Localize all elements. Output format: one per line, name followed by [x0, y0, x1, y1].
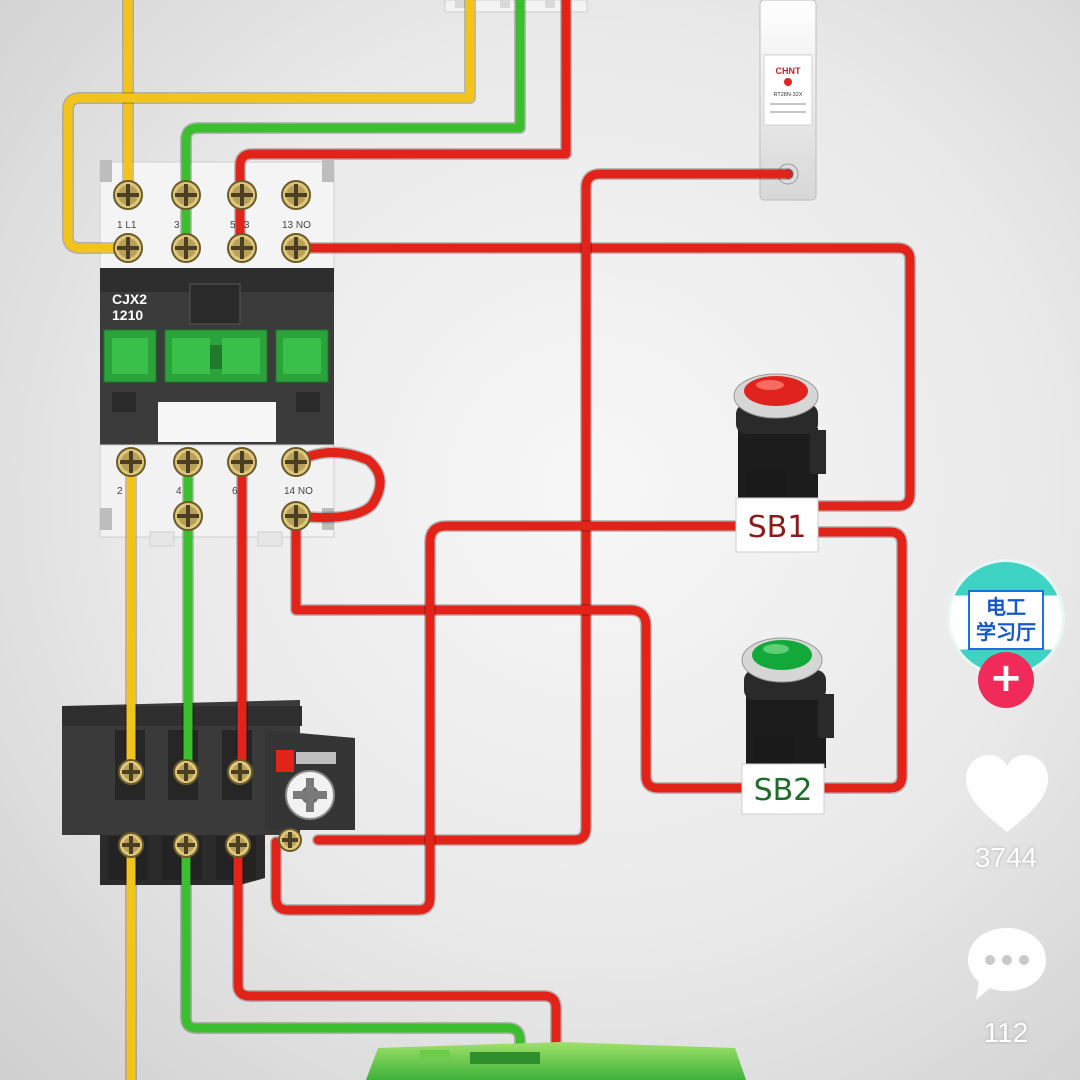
- contactor-load-screw-2: [173, 447, 203, 477]
- red-wire-15: [233, 840, 561, 1080]
- thermal-relay: [62, 700, 355, 885]
- red-wire-9: [271, 521, 741, 915]
- terminal-label-top-4: 13 NO: [282, 220, 311, 231]
- comment-count: 112: [983, 1017, 1029, 1048]
- sb1-tag: SB1: [735, 497, 819, 553]
- green-wire-14: [181, 840, 525, 1080]
- contactor-load-screw-3: [227, 447, 257, 477]
- contactor-top-screw-4: [281, 180, 311, 210]
- relay-in-screw-3: [227, 759, 253, 785]
- red-wire-4: [291, 243, 915, 511]
- wire-shadow: [812, 526, 908, 794]
- sb2-label: SB2: [754, 773, 813, 808]
- sb1-button[interactable]: [733, 373, 826, 500]
- sb2-cap[interactable]: [752, 640, 812, 670]
- contactor-aux-screw-2: [281, 501, 311, 531]
- sb1-label: SB1: [748, 510, 807, 545]
- sb2-button[interactable]: [741, 637, 834, 768]
- contactor-line-screw-2: [171, 233, 201, 263]
- contactor-load-screw-4: [281, 447, 311, 477]
- relay-out-screw-3: [225, 832, 251, 858]
- green-wire-2: [181, 0, 525, 253]
- heart-icon[interactable]: [962, 752, 1052, 836]
- relay-aux-screw-1: [278, 828, 302, 852]
- relay-in-screw-1: [118, 759, 144, 785]
- follow-button[interactable]: +: [978, 652, 1034, 708]
- wire-shadow: [270, 520, 742, 916]
- red-wire-5: [313, 169, 793, 845]
- relay-in-screw-2: [173, 759, 199, 785]
- comment-icon[interactable]: [964, 924, 1050, 1004]
- fuse-indicator-icon: [784, 78, 792, 86]
- yellow-wire-1: [63, 0, 475, 253]
- avatar-line-1: 电工: [986, 595, 1026, 619]
- terminal-label-top-1: 1 L1: [117, 220, 137, 231]
- like-count: 3744: [974, 842, 1038, 873]
- contactor-line-screw-4: [281, 233, 311, 263]
- wires: [62, 0, 916, 1080]
- channel-avatar[interactable]: 电工 学习厅: [950, 562, 1062, 674]
- terminal-label-bottom-4: 14 NO: [284, 486, 313, 497]
- relay-out-screw-1: [118, 832, 144, 858]
- motor: [366, 1042, 746, 1080]
- terminal-label-bottom-2: 4: [176, 486, 182, 497]
- contactor-aux-screw-1: [173, 501, 203, 531]
- terminal-label-bottom-3: 6: [232, 486, 238, 497]
- red-wire-7: [291, 511, 747, 793]
- contactor-line-screw-1: [113, 233, 143, 263]
- fuse-model-label: RT28N-32X: [774, 92, 803, 98]
- avatar-line-2: 学习厅: [976, 620, 1036, 644]
- contactor-load-screw-1: [116, 447, 146, 477]
- contactor-model-line1: CJX2: [112, 291, 147, 307]
- channel-avatar-text: 电工 学习厅: [968, 590, 1044, 650]
- contactor-top-screw-1: [113, 180, 143, 210]
- wire-shadow: [290, 510, 748, 794]
- fuse-brand-label: CHNT: [776, 66, 801, 76]
- terminal-label-bottom-1: 2: [117, 486, 123, 497]
- contactor-top-screw-3: [227, 180, 257, 210]
- red-wire-3: [235, 0, 571, 253]
- red-wire-8: [813, 527, 907, 793]
- relay-out-screw-2: [173, 832, 199, 858]
- wire-shadow: [312, 168, 794, 846]
- contactor-model-line2: 1210: [112, 307, 143, 323]
- contactor-top-screw-2: [171, 180, 201, 210]
- red-wire-6: [291, 447, 385, 523]
- fuse-holder: CHNT RT28N-32X: [759, 0, 817, 201]
- contactor-line-screw-3: [227, 233, 257, 263]
- terminal-label-top-2: 3: [174, 220, 180, 231]
- sb2-tag: SB2: [741, 763, 825, 815]
